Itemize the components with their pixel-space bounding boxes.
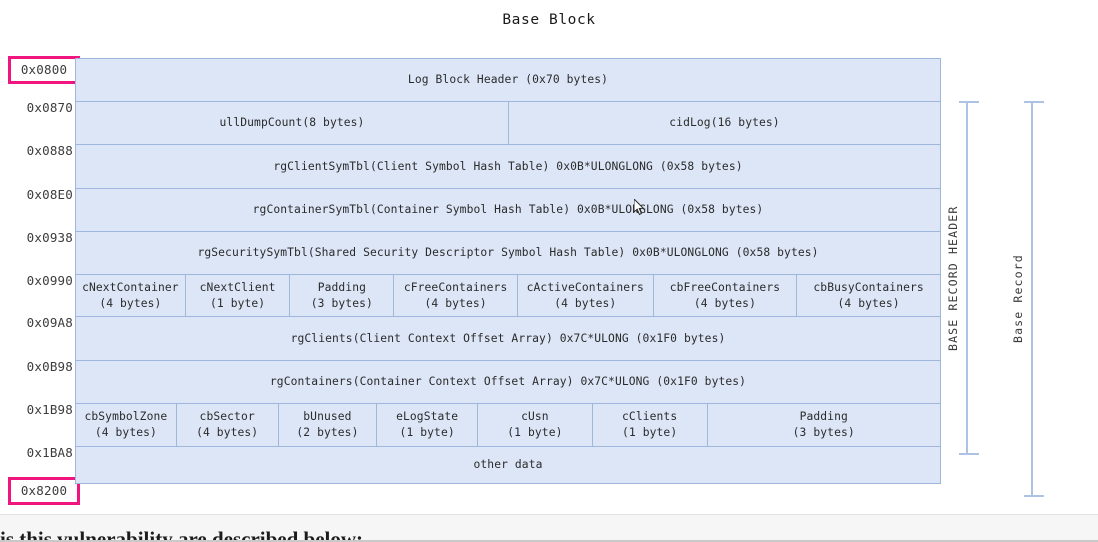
- block-cell: rgContainerSymTbl(Container Symbol Hash …: [76, 189, 940, 231]
- block-row-dump-count-cidlog: ullDumpCount(8 bytes) cidLog(16 bytes): [76, 102, 941, 145]
- block-cell: cidLog(16 bytes): [508, 102, 940, 144]
- block-row-security-symbol-table: rgSecuritySymTbl(Shared Security Descrip…: [76, 232, 941, 275]
- block-cell-title: cbBusyContainers: [813, 280, 924, 294]
- block-cell-title: cNextContainer: [82, 280, 179, 294]
- block-cell-size: (1 byte): [210, 296, 266, 310]
- bracket-label-base-record-header: BASE RECORD HEADER: [946, 205, 960, 351]
- block-cell-size: (1 byte): [622, 426, 678, 439]
- block-cell: cbSector (4 bytes): [175, 404, 278, 446]
- block-cell: bUnused (2 bytes): [277, 404, 377, 446]
- bracket-tick-bottom: [1024, 495, 1044, 497]
- block-cell: Padding (3 bytes): [706, 404, 940, 446]
- offset-label-0x0888: 0x0888: [26, 143, 73, 158]
- block-cell: cbSymbolZone (4 bytes): [76, 404, 176, 446]
- block-cell: cUsn (1 byte): [477, 404, 592, 446]
- block-cell-size: (4 bytes): [837, 296, 900, 310]
- block-cell: cbBusyContainers (4 bytes): [796, 275, 940, 316]
- block-cell: cActiveContainers (4 bytes): [516, 275, 653, 316]
- bottom-page-strip: is this vulnerability are described belo…: [0, 514, 1098, 542]
- block-cell: other data: [76, 447, 940, 483]
- block-cell-title: Padding: [317, 280, 366, 294]
- base-block-structure-table: Log Block Header (0x70 bytes) ullDumpCoun…: [75, 58, 941, 484]
- block-cell-title: cFreeContainers: [403, 280, 508, 294]
- block-cell-size: (2 bytes): [296, 426, 359, 439]
- offset-label-0x8200: 0x8200: [8, 477, 80, 505]
- bracket-base-record-header: [959, 101, 979, 455]
- block-cell-title: other data: [473, 458, 543, 472]
- block-cell-title: cbFreeContainers: [669, 280, 781, 294]
- block-cell-size: (3 bytes): [310, 296, 373, 310]
- block-cell: ullDumpCount(8 bytes): [76, 102, 508, 144]
- block-cell: rgSecuritySymTbl(Shared Security Descrip…: [76, 232, 940, 274]
- block-row-counters-row: cNextContainer (4 bytes) cNextClient (1 byt…: [76, 275, 941, 317]
- bracket-label-base-record: Base Record: [1011, 254, 1025, 344]
- block-cell: cNextContainer (4 bytes): [76, 275, 185, 316]
- block-cell-title: rgClients(Client Context Offset Array) 0…: [290, 331, 726, 345]
- block-cell: Log Block Header (0x70 bytes): [76, 59, 940, 101]
- offset-label-0x0938: 0x0938: [26, 230, 73, 245]
- bracket-base-record: [1024, 101, 1044, 497]
- block-cell-title: cidLog(16 bytes): [669, 116, 780, 130]
- block-row-container-symbol-table: rgContainerSymTbl(Container Symbol Hash …: [76, 189, 941, 232]
- offset-label-0x0800: 0x0800: [8, 56, 80, 84]
- block-cell-title: Log Block Header (0x70 bytes): [407, 73, 609, 87]
- block-cell-size: (4 bytes): [554, 296, 617, 310]
- block-cell: cFreeContainers (4 bytes): [393, 275, 517, 316]
- block-row-symbol-zone-row: cbSymbolZone (4 bytes) cbSector (4 bytes) bU…: [76, 404, 941, 447]
- block-cell: rgClients(Client Context Offset Array) 0…: [76, 317, 940, 360]
- offset-label-0x0b98: 0x0B98: [26, 359, 73, 374]
- clipped-paragraph-heading: is this vulnerability are described belo…: [0, 527, 364, 542]
- block-cell-title: cbSymbolZone: [84, 410, 168, 424]
- block-cell-size: (4 bytes): [99, 296, 162, 310]
- block-cell-title: rgSecuritySymTbl(Shared Security Descrip…: [197, 246, 819, 260]
- block-cell-title: cbSector: [199, 410, 255, 424]
- block-row-client-symbol-table: rgClientSymTbl(Client Symbol Hash Table)…: [76, 145, 941, 189]
- block-cell-size: (4 bytes): [196, 426, 259, 439]
- offset-label-0x0990: 0x0990: [26, 273, 73, 288]
- block-cell-size: (4 bytes): [424, 296, 487, 310]
- block-cell-title: eLogState: [396, 410, 459, 424]
- block-cell-size: (4 bytes): [94, 426, 157, 439]
- block-cell-title: rgClientSymTbl(Client Symbol Hash Table)…: [273, 159, 743, 173]
- bracket-tick-top: [959, 101, 979, 103]
- block-row-log-block-header: Log Block Header (0x70 bytes): [76, 59, 941, 102]
- block-cell: rgClientSymTbl(Client Symbol Hash Table)…: [76, 145, 940, 188]
- block-row-client-context-offset-array: rgClients(Client Context Offset Array) 0…: [76, 317, 941, 361]
- offset-label-0x1b98: 0x1B98: [26, 402, 73, 417]
- block-cell-title: cClients: [622, 410, 678, 424]
- offset-label-0x08e0: 0x08E0: [26, 187, 73, 202]
- bracket-tick-top: [1024, 101, 1044, 103]
- block-cell: eLogState (1 byte): [376, 404, 478, 446]
- block-cell-size: (4 bytes): [693, 296, 756, 310]
- block-cell: cClients (1 byte): [591, 404, 707, 446]
- offset-label-0x1ba8: 0x1BA8: [26, 445, 73, 460]
- block-cell-size: (1 byte): [399, 426, 455, 439]
- block-cell-size: (1 byte): [507, 426, 563, 439]
- block-cell-title: rgContainers(Container Context Offset Ar…: [269, 375, 747, 389]
- block-cell: cbFreeContainers (4 bytes): [652, 275, 797, 316]
- block-cell-title: cNextClient: [199, 280, 276, 294]
- page-title: Base Block: [502, 12, 596, 28]
- block-cell: rgContainers(Container Context Offset Ar…: [76, 361, 940, 403]
- offset-label-0x0870: 0x0870: [26, 100, 73, 115]
- offset-label-0x09a8: 0x09A8: [26, 315, 73, 330]
- mouse-pointer-icon: [634, 199, 645, 216]
- block-row-other-data: other data: [76, 447, 941, 484]
- block-cell: Padding (3 bytes): [289, 275, 394, 316]
- bracket-tick-bottom: [959, 453, 979, 455]
- block-cell: cNextClient (1 byte): [184, 275, 290, 316]
- bottom-divider: [0, 540, 1098, 542]
- block-cell-size: (3 bytes): [792, 426, 855, 439]
- block-cell-title: rgContainerSymTbl(Container Symbol Hash …: [252, 203, 764, 217]
- block-cell-title: bUnused: [303, 410, 352, 424]
- block-cell-title: Padding: [799, 410, 848, 424]
- block-cell-title: cActiveContainers: [526, 280, 644, 294]
- block-cell-title: cUsn: [521, 410, 549, 424]
- block-cell-title: ullDumpCount(8 bytes): [219, 116, 365, 130]
- block-row-container-context-offset-array: rgContainers(Container Context Offset Ar…: [76, 361, 941, 404]
